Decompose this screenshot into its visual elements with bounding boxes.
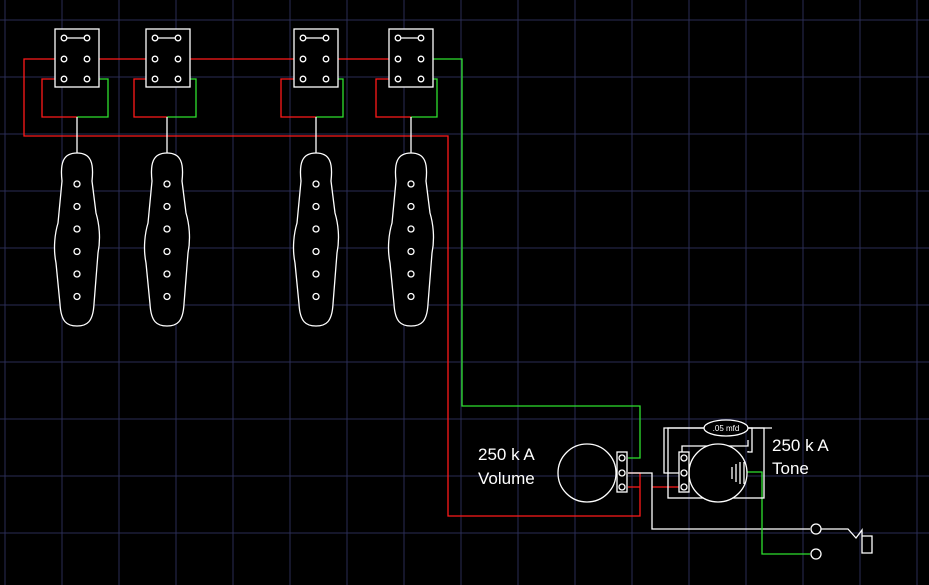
pole-piece	[407, 247, 415, 256]
volume-value-label: 250 k A	[478, 445, 535, 464]
capacitor-label: .05 mfd	[713, 424, 740, 433]
switch-lug	[83, 55, 91, 63]
hot-wire-volume-to-tone	[628, 472, 682, 488]
pole-piece	[163, 247, 171, 256]
volume-lug-3	[618, 483, 626, 491]
pole-piece	[73, 292, 81, 301]
volume-name-label: Volume	[478, 469, 535, 488]
ground-wire-switch1-loop	[77, 78, 109, 118]
pickup-4	[387, 152, 435, 327]
switch-lug	[394, 75, 402, 83]
jack-tip-lug	[810, 523, 822, 535]
pole-piece	[73, 247, 81, 256]
pole-piece	[407, 180, 415, 188]
switch-lug	[83, 34, 91, 42]
pole-piece	[312, 225, 320, 233]
switch-lug	[417, 34, 425, 42]
pole-piece	[312, 180, 320, 188]
tone-pot	[667, 427, 765, 503]
switch-lug	[83, 75, 91, 83]
switch-lug	[417, 75, 425, 83]
hot-wire-switch3-loop	[280, 78, 316, 118]
wires	[23, 58, 810, 555]
pole-piece	[163, 202, 171, 211]
ground-wire-to-jack	[745, 471, 810, 555]
tone-pot-body	[688, 443, 748, 503]
switch-lug	[174, 34, 182, 42]
pole-piece	[163, 292, 171, 301]
hot-wire-top-bus	[23, 58, 641, 517]
switch-3	[293, 28, 339, 88]
pickup-2	[143, 152, 191, 327]
pickup-leads	[76, 117, 412, 153]
pickup-1	[53, 152, 101, 327]
pole-piece	[163, 270, 171, 278]
pole-piece	[407, 292, 415, 301]
switch-lug	[299, 55, 307, 63]
switch-lug	[151, 75, 159, 83]
pole-piece	[312, 202, 320, 211]
capacitor-body	[703, 419, 749, 437]
pole-piece	[407, 202, 415, 211]
switch-lug	[151, 34, 159, 42]
switch-4	[388, 28, 434, 88]
tone-value-label: 250 k A	[772, 436, 829, 455]
switch-lug	[174, 75, 182, 83]
pole-piece	[163, 225, 171, 233]
pickup-3	[292, 152, 340, 327]
tone-name-label: Tone	[772, 459, 809, 478]
hot-wire-switch2-loop	[133, 78, 167, 118]
switch-1	[54, 28, 100, 88]
pole-piece	[73, 225, 81, 233]
switch-lug	[417, 55, 425, 63]
pole-piece	[312, 270, 320, 278]
hot-wire-switch1-loop	[41, 78, 77, 118]
switches	[54, 28, 434, 88]
switch-2	[145, 28, 191, 88]
tone-lug-1	[680, 454, 688, 462]
pole-piece	[407, 225, 415, 233]
switch-lug	[322, 34, 330, 42]
switch-lug	[60, 75, 68, 83]
hot-wire-switch4-loop	[375, 78, 411, 118]
pole-piece	[312, 292, 320, 301]
switch-lug	[299, 75, 307, 83]
jack-body	[821, 528, 873, 554]
jack-sleeve-lug	[810, 548, 822, 560]
volume-lug-1	[618, 454, 626, 462]
switch-lug	[151, 55, 159, 63]
switch-lug	[174, 55, 182, 63]
pole-piece	[312, 247, 320, 256]
pickup-cover	[292, 152, 340, 327]
ground-wire-to-volume	[424, 58, 641, 459]
pole-piece	[163, 180, 171, 188]
switch-lug	[394, 55, 402, 63]
capacitor: .05 mfd	[703, 419, 749, 437]
switch-lug	[60, 34, 68, 42]
volume-pot-body	[557, 443, 617, 503]
pickup-cover	[53, 152, 101, 327]
pickup-cover	[143, 152, 191, 327]
switch-lug	[60, 55, 68, 63]
volume-lug-2	[618, 469, 626, 477]
tone-lug-3	[680, 483, 688, 491]
signal-wire-to-jack	[628, 472, 810, 530]
pole-piece	[73, 180, 81, 188]
pole-piece	[407, 270, 415, 278]
tone-lug-2	[680, 469, 688, 477]
pickups	[53, 152, 435, 327]
switch-lug	[299, 34, 307, 42]
switch-lug	[322, 55, 330, 63]
output-jack	[810, 523, 873, 560]
switch-lug	[394, 34, 402, 42]
switch-lug	[322, 75, 330, 83]
pole-piece	[73, 202, 81, 211]
pickup-cover	[387, 152, 435, 327]
volume-pot	[557, 443, 628, 503]
pole-piece	[73, 270, 81, 278]
